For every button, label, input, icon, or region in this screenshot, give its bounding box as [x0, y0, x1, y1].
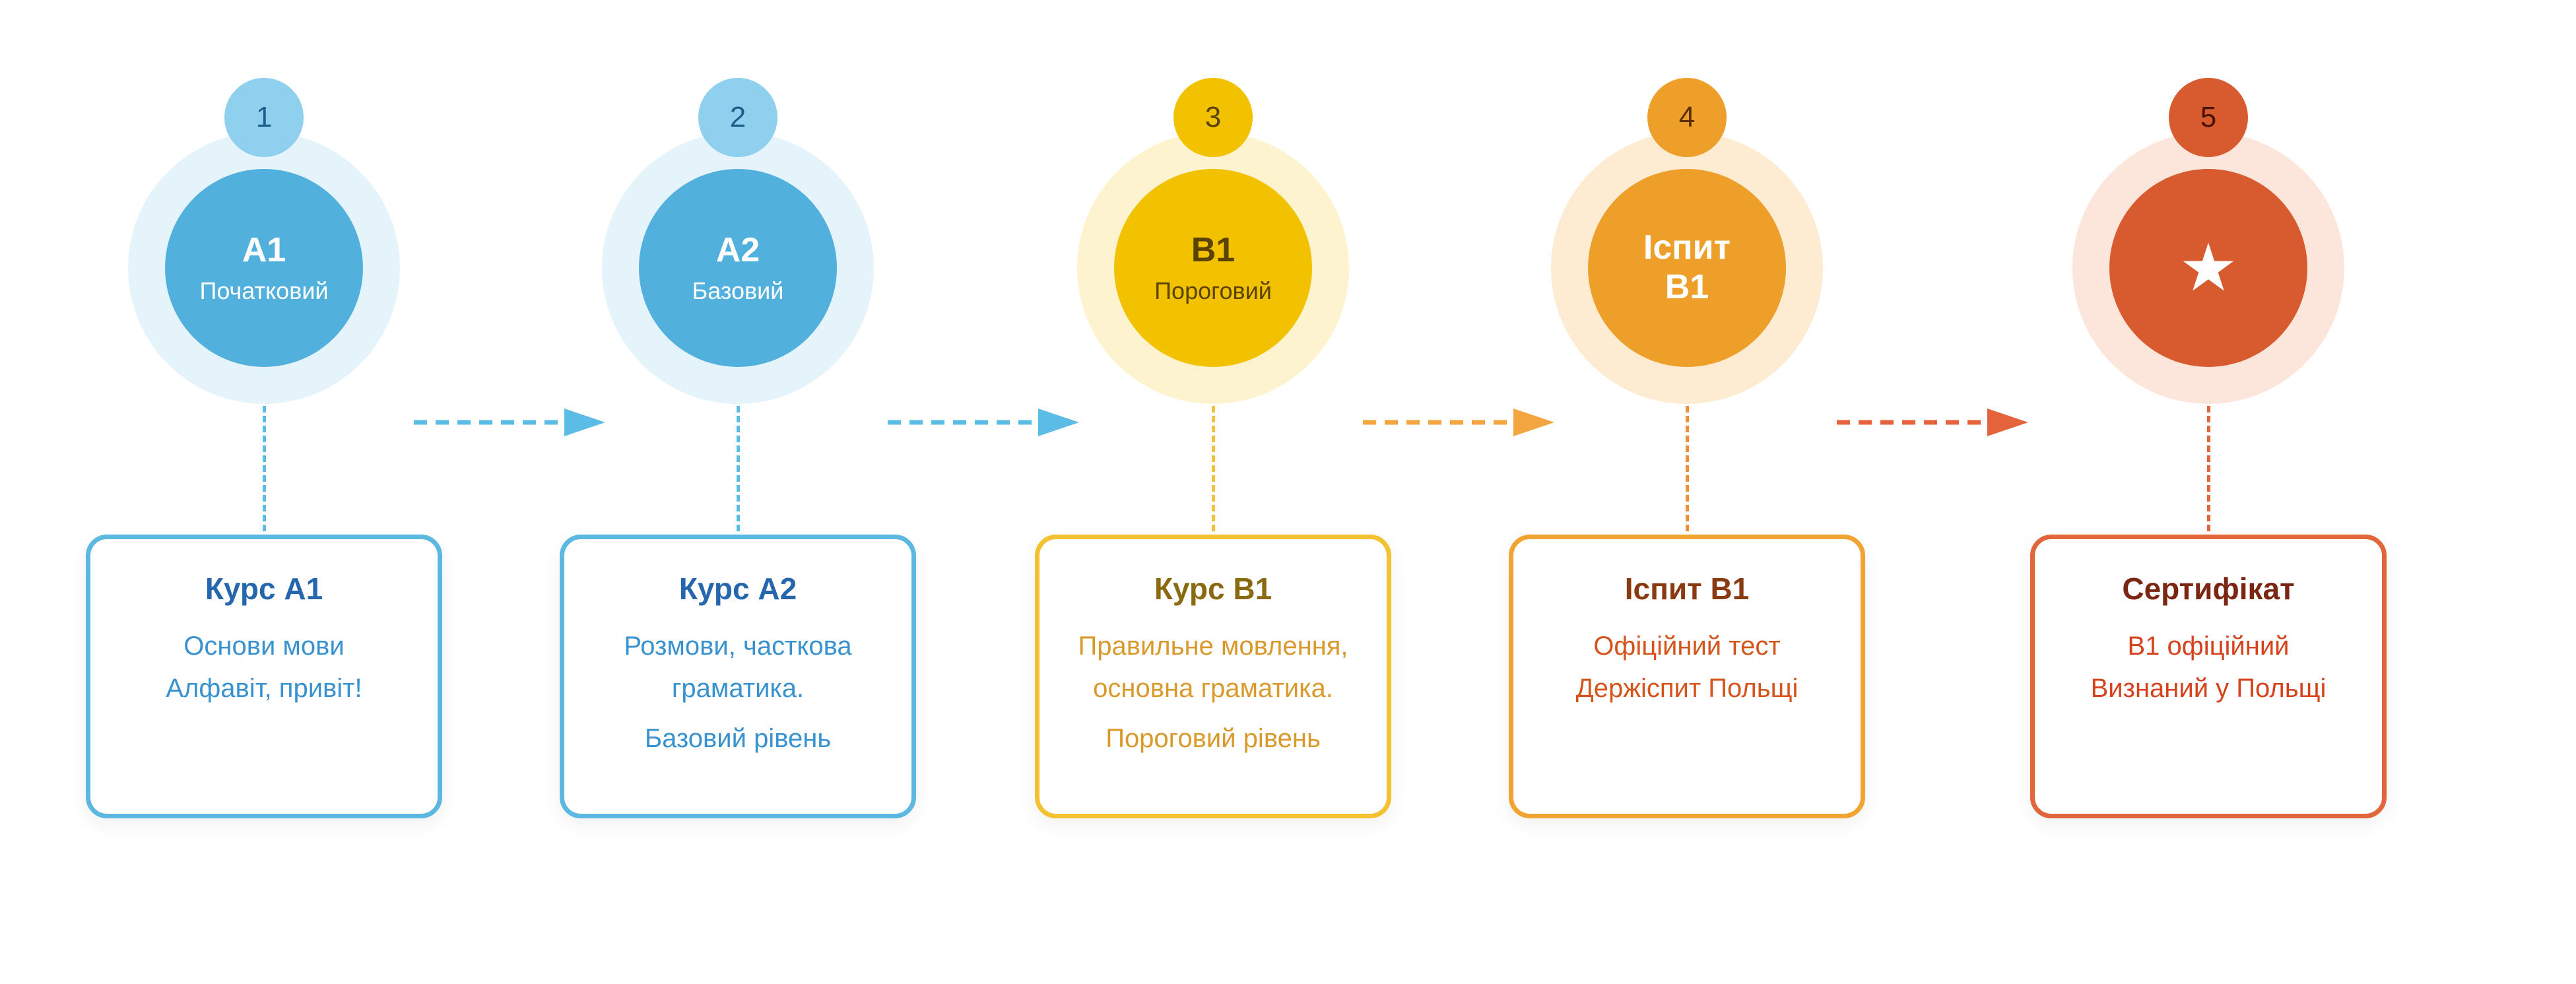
dashed-connector [737, 406, 740, 531]
card-description-line: Держіспит Польщі [1575, 674, 1799, 703]
card-description-line: B1 офіційний [2127, 632, 2290, 661]
level-sublabel: Початковий [199, 277, 329, 304]
step-card: Курс B1 Правильне мовлення, основна грамат… [1035, 535, 1391, 818]
dashed-connector [263, 406, 266, 531]
flow-arrow-icon [888, 409, 1079, 436]
card-description-line: Основи мови [183, 632, 345, 661]
card-level-note: Пороговий рівень [1106, 724, 1321, 753]
star-icon: ★ [2179, 231, 2238, 305]
step-number-badge: 5 [2169, 78, 2248, 157]
level-sublabel: Базовий [692, 277, 784, 304]
level-circle: Іспит B1 [1588, 169, 1786, 367]
card-level-note: Базовий рівень [644, 724, 832, 753]
step-number-badge: 3 [1173, 78, 1253, 157]
flow-arrow-icon [414, 409, 605, 436]
dashed-connector [1212, 406, 1215, 531]
step-number-badge: 4 [1647, 78, 1727, 157]
card-description-line: основна граматика. [1093, 674, 1333, 703]
card-title: Іспит B1 [1624, 572, 1750, 606]
dashed-connector [2207, 406, 2210, 531]
level-code: A2 [715, 231, 760, 270]
level-sublabel: Пороговий [1154, 277, 1272, 304]
card-description-line: граматика. [671, 674, 805, 703]
card-title: Курс B1 [1154, 572, 1272, 606]
flow-arrow-icon [1837, 409, 2028, 436]
card-title: Сертифікат [2122, 572, 2295, 606]
level-code: B1 [1191, 231, 1236, 270]
level-code: Іспит B1 [1643, 228, 1731, 306]
card-title: Курс A1 [205, 572, 323, 606]
card-description-line: Визнаний у Польщі [2090, 674, 2327, 703]
level-circle: ★ [2109, 169, 2307, 367]
flow-arrow-icon [1363, 409, 1554, 436]
level-code: A1 [242, 231, 286, 270]
dashed-connector [1686, 406, 1689, 531]
card-description-line: Офіційний тест [1593, 632, 1781, 661]
card-description-line: Правильне мовлення, [1078, 632, 1348, 661]
step-number-badge: 2 [698, 78, 777, 157]
card-title: Курс A2 [678, 572, 797, 606]
step-card: Курс A2 Розмови, часткова граматика. Базови… [560, 535, 916, 818]
card-description-line: Алфавіт, привіт! [166, 674, 362, 703]
card-description-line: Розмови, часткова [624, 632, 852, 661]
step-number-badge: 1 [224, 78, 304, 157]
